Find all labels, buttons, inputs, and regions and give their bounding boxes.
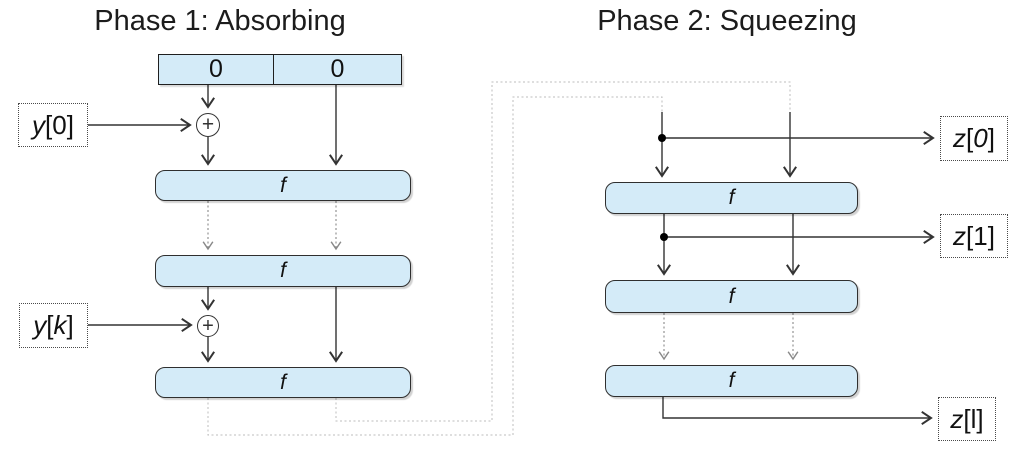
xor-node-1: + (196, 113, 220, 137)
y0-open: [ (45, 109, 53, 140)
junction-dot-z1 (660, 233, 668, 241)
yk-var: y (33, 310, 47, 340)
junction-dot-z0 (658, 134, 666, 142)
arrow-to-zl (662, 397, 933, 425)
y0-close: ] (66, 109, 74, 140)
yk-close: ] (66, 310, 74, 340)
z0-var: z (953, 123, 967, 153)
initial-state-register: 0 0 (158, 54, 402, 85)
z0-val: 0 (973, 123, 988, 153)
squeeze-f-box-3: f (605, 365, 858, 397)
z1-close: ] (987, 220, 995, 251)
xor-node-2: + (197, 315, 219, 337)
state-cell-capacity: 0 (273, 54, 402, 85)
z0-close: ] (987, 123, 995, 153)
z1-open: [ (966, 220, 974, 251)
z1-val: 1 (973, 220, 988, 251)
input-label-y0: y[0] (18, 103, 88, 147)
output-label-zl: z[l] (938, 397, 996, 441)
squeeze-f-box-2: f (605, 280, 858, 313)
z1-var: z (953, 220, 967, 251)
phase2-title: Phase 2: Squeezing (597, 5, 857, 37)
y0-val: 0 (52, 109, 67, 140)
absorb-f-box-1: f (155, 170, 411, 201)
zl-val: l (970, 403, 977, 434)
y0-var: y (32, 109, 46, 140)
input-label-yk: y[k] (19, 303, 88, 348)
routing-capacity-line (335, 81, 791, 422)
absorb-f-box-3: f (155, 367, 411, 398)
zl-close: ] (976, 403, 984, 434)
zl-open: [ (963, 403, 971, 434)
squeeze-f-box-1: f (605, 182, 858, 214)
yk-val: k (53, 310, 67, 340)
absorb-f-box-2: f (155, 255, 411, 287)
output-label-z0: z[0] (940, 116, 1008, 161)
phase1-title: Phase 1: Absorbing (94, 5, 346, 37)
zl-var: z (950, 403, 964, 434)
output-label-z1: z[1] (940, 214, 1008, 258)
yk-open: [ (46, 310, 54, 340)
z0-open: [ (966, 123, 974, 153)
state-cell-rate: 0 (158, 54, 273, 85)
